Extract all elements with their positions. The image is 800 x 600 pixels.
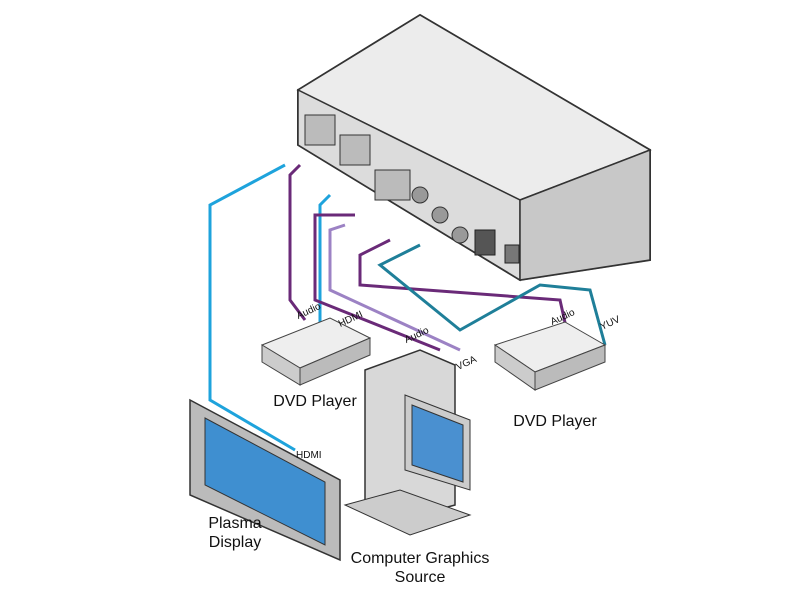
terminal-block bbox=[474, 229, 496, 256]
cable-audio-pc bbox=[313, 213, 441, 352]
cable-label-hdmi-plasma: HDMI bbox=[296, 450, 322, 461]
vga-in-port bbox=[374, 169, 411, 201]
computer bbox=[343, 349, 472, 536]
dvd-player-left bbox=[260, 317, 372, 386]
hdmi-in-port bbox=[339, 134, 371, 166]
label-dvd-player-right: DVD Player bbox=[513, 413, 597, 430]
label-plasma-display: Plasma Display bbox=[208, 515, 262, 551]
hdmi-out-port bbox=[304, 114, 336, 146]
plasma-display bbox=[189, 398, 341, 562]
cable-vga bbox=[328, 223, 461, 352]
label-computer-source: Computer Graphics Source bbox=[350, 550, 490, 586]
cable-yuv bbox=[377, 243, 607, 346]
cable-hdmi-out bbox=[208, 163, 296, 452]
label-dvd-player-left: DVD Player bbox=[273, 393, 357, 410]
power-port bbox=[504, 244, 520, 264]
cable-audio-r bbox=[358, 238, 572, 346]
dvd-player-right bbox=[493, 321, 607, 391]
switcher-device bbox=[296, 13, 652, 282]
cable-audio-l bbox=[288, 163, 307, 321]
